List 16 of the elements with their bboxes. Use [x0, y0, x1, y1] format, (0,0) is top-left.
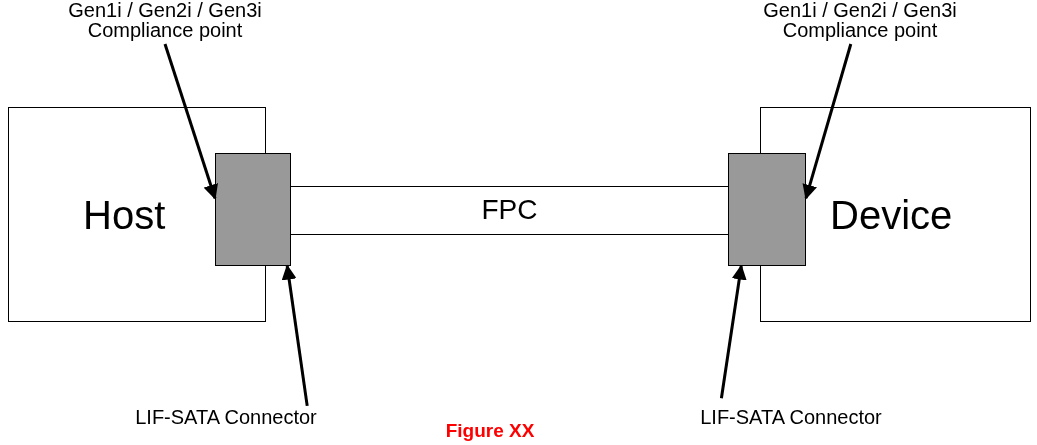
connector-block: [215, 153, 291, 266]
node-label: Host: [83, 192, 166, 237]
callout-text: LIF-SATA Connector: [675, 407, 907, 429]
callout-text: LIF-SATA Connector: [110, 407, 342, 429]
cable-band: [290, 186, 729, 235]
callout-text: Gen1i / Gen2i / Gen3i Compliance point: [745, 0, 975, 40]
device-box: [760, 107, 1031, 322]
connector-block: [728, 153, 806, 266]
node-label: Device: [830, 192, 953, 237]
figure-caption: Figure XX: [444, 420, 536, 442]
leader-arrow: [163, 43, 218, 200]
callout-text: Gen1i / Gen2i / Gen3i Compliance point: [50, 0, 280, 40]
node-label: FPC: [481, 195, 538, 226]
leader-arrow: [802, 43, 853, 200]
leader-arrow: [281, 264, 309, 407]
leader-arrow: [719, 264, 747, 399]
